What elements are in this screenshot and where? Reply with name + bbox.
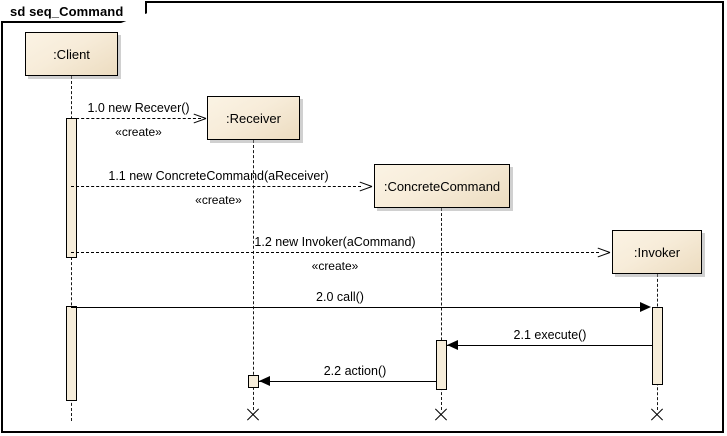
message-label-2-1: 2.1 execute(): [513, 328, 587, 342]
message-label-1-1: 1.1 new ConcreteCommand(aReceiver): [108, 169, 329, 183]
message-line-2-0[interactable]: [71, 307, 641, 308]
activation-client-2[interactable]: [65, 306, 77, 401]
arrowhead-open-1-2: [597, 246, 611, 258]
arrowhead-filled-2-1: [447, 340, 458, 350]
lifeline-label-receiver: :Receiver: [226, 110, 281, 126]
frame-label-text: sd seq_Command: [10, 3, 124, 19]
activation-receiver-1[interactable]: [247, 375, 259, 388]
arrowhead-stroke-lower: [597, 252, 611, 258]
destruction-marker-concretecommand: [433, 407, 448, 422]
message-stereotype-1-2: «create»: [311, 259, 359, 273]
lifeline-head-concretecommand[interactable]: :ConcreteCommand: [374, 164, 510, 208]
message-line-1-0[interactable]: [71, 118, 201, 119]
activation-concretecommand-1[interactable]: [435, 340, 447, 390]
destruction-marker-invoker: [649, 407, 664, 422]
message-line-1-2[interactable]: [71, 252, 599, 253]
lifeline-label-concretecommand: :ConcreteCommand: [383, 178, 501, 194]
lifeline-head-invoker[interactable]: :Invoker: [612, 230, 702, 274]
lifeline-head-client[interactable]: :Client: [25, 32, 118, 76]
message-label-1-2: 1.2 new Invoker(aCommand): [254, 235, 416, 249]
lifeline-receiver: [253, 140, 254, 410]
activation-client-1[interactable]: [65, 118, 77, 258]
message-label-2-0: 2.0 call(): [316, 290, 364, 304]
activation-invoker-1[interactable]: [651, 307, 663, 385]
arrowhead-stroke-lower: [193, 118, 207, 124]
lifeline-concretecommand: [441, 208, 442, 410]
message-label-1-0: 1.0 new Recever(): [87, 101, 190, 115]
message-stereotype-1-1: «create»: [195, 193, 242, 207]
arrowhead-stroke-lower: [359, 186, 373, 192]
message-line-2-2[interactable]: [259, 381, 436, 382]
message-stereotype-1-0: «create»: [115, 125, 162, 139]
message-line-2-1[interactable]: [447, 345, 652, 346]
lifeline-label-invoker: :Invoker: [633, 244, 681, 260]
message-line-1-1[interactable]: [71, 186, 361, 187]
lifeline-label-client: :Client: [53, 46, 90, 62]
destruction-marker-receiver: [245, 407, 260, 422]
arrowhead-filled-2-0: [640, 302, 651, 312]
frame-label-tag: sd seq_Command: [1, 1, 148, 23]
lifeline-head-receiver[interactable]: :Receiver: [207, 96, 300, 140]
arrowhead-filled-2-2: [259, 376, 270, 386]
message-label-2-2: 2.2 action(): [323, 364, 387, 378]
